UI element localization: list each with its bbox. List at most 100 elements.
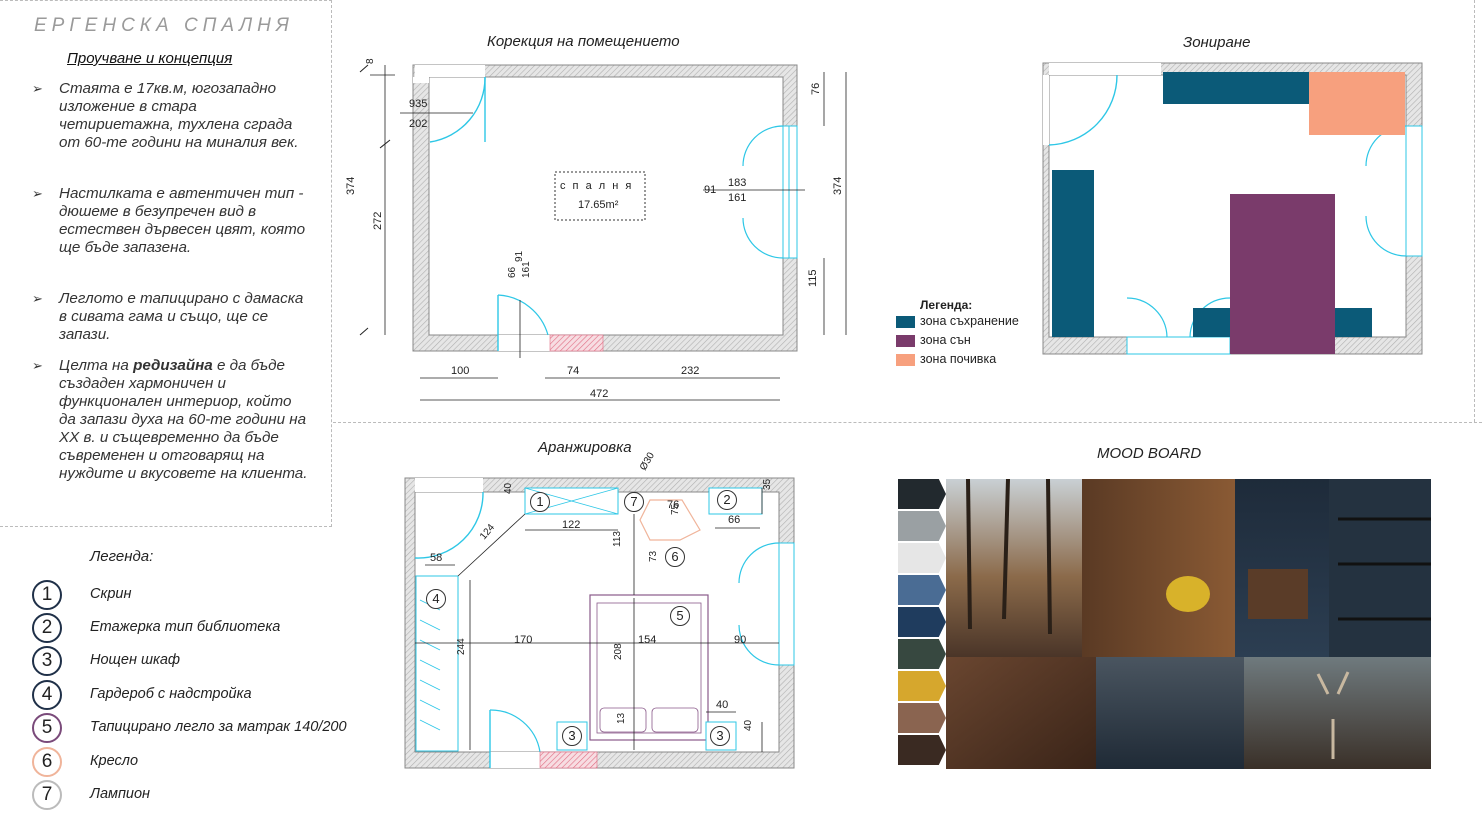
color-swatch xyxy=(898,543,946,573)
legend-title: Легенда: xyxy=(90,548,154,565)
dimension-label: 122 xyxy=(562,519,581,531)
dimension-label: 208 xyxy=(613,643,624,660)
table-photo xyxy=(946,657,1096,769)
furniture-marker: 2 xyxy=(717,490,737,510)
dimension-label: 58 xyxy=(430,552,443,564)
dimension-label: 90 xyxy=(734,634,747,646)
legend-item-label: Скрин xyxy=(90,586,132,602)
shelves-photo xyxy=(1329,479,1431,657)
mood-board-photos xyxy=(946,479,1431,769)
zoning-legend-item: зона почивка xyxy=(896,350,996,369)
wood-interior-photo xyxy=(1082,479,1235,657)
room-area-label: 17.65m² xyxy=(578,199,619,211)
legend-item-label: Кресло xyxy=(90,753,139,769)
dimension-label: 66 xyxy=(728,514,741,526)
dimension-label: 472 xyxy=(590,388,609,400)
arrow-bullet-icon: ➢ xyxy=(32,186,43,201)
zoning-plan xyxy=(1042,62,1423,355)
legend-number-badge: 1 xyxy=(32,580,62,610)
furniture-marker: 7 xyxy=(624,492,644,512)
zoning-legend-title: Легенда: xyxy=(920,298,973,312)
dimension-label: 40 xyxy=(716,699,729,711)
color-swatch xyxy=(898,703,946,733)
zoning-legend-item: зона сън xyxy=(896,331,972,350)
furniture-marker: 1 xyxy=(530,492,550,512)
color-swatch xyxy=(898,607,946,637)
dimension-label: 244 xyxy=(456,638,467,655)
dimension-label: 161 xyxy=(728,192,747,204)
zoning-legend-label: зона съхранение xyxy=(920,314,1019,328)
intro-bullet: ➢ Стаята е 17кв.м, югозападно изложение … xyxy=(32,80,299,151)
intro-bullet: ➢ Настилката е автентичен тип - дюшеме в… xyxy=(32,185,306,256)
intro-bullet: ➢ Целта на редизайна е да бъде създаден … xyxy=(32,357,308,482)
page-subtitle: Проучване и концепция xyxy=(67,50,233,67)
navy-wall-photo xyxy=(1235,479,1329,657)
arrangement-plan xyxy=(404,477,795,769)
dimension-label: 40 xyxy=(503,482,514,494)
legend-item-label: Тапицирано легло за матрак 140/200 xyxy=(90,719,347,735)
dimension-label: 66 xyxy=(507,266,518,278)
dimension-label: 91 xyxy=(514,250,525,262)
zone-color-swatch xyxy=(896,335,915,347)
dimension-label: 113 xyxy=(612,531,623,547)
mood-board xyxy=(898,479,1431,769)
dimension-label: 154 xyxy=(638,634,657,646)
color-swatch xyxy=(898,575,946,605)
legend-number-badge: 5 xyxy=(32,713,62,743)
dimension-label: 161 xyxy=(521,261,532,278)
color-swatch xyxy=(898,671,946,701)
intro-bullet: ➢ Леглото е тапицирано с дамаска в сиват… xyxy=(32,290,304,343)
dimension-label: 40 xyxy=(743,719,754,731)
furniture-marker: 3 xyxy=(562,726,582,746)
color-swatch xyxy=(898,735,946,765)
dimension-label: 272 xyxy=(372,211,384,230)
page-title: ЕРГЕНСКА СПАЛНЯ xyxy=(34,15,294,36)
furniture-marker: 5 xyxy=(670,606,690,626)
zoning-legend-item: зона съхранение xyxy=(896,312,1019,331)
section-title-correction: Корекция на помещението xyxy=(487,33,680,50)
dimension-label: 183 xyxy=(728,177,747,189)
dimension-label: 8 xyxy=(365,58,376,64)
legend-number-badge: 2 xyxy=(32,613,62,643)
dimension-label: 73 xyxy=(648,550,659,562)
dimension-label: 76 xyxy=(810,82,822,95)
section-divider xyxy=(333,422,1482,423)
zone-color-swatch xyxy=(896,354,915,366)
dimension-label: 74 xyxy=(567,365,580,377)
furniture-marker: 4 xyxy=(426,589,446,609)
arrow-bullet-icon: ➢ xyxy=(32,291,43,306)
bedroom-photo xyxy=(1096,657,1244,769)
section-title-arrangement: Аранжировка xyxy=(538,439,632,456)
section-divider xyxy=(1474,0,1475,422)
dimension-label: 75 xyxy=(670,503,681,515)
legend-item-label: Етажерка тип библиотека xyxy=(90,619,281,635)
furniture-marker: 3 xyxy=(710,726,730,746)
zoning-legend-label: зона почивка xyxy=(920,352,997,366)
color-swatch xyxy=(898,479,946,509)
legend-item-label: Лампион xyxy=(90,786,151,802)
deer-photo xyxy=(1244,657,1431,769)
dimension-label: 170 xyxy=(514,634,533,646)
legend-number-badge: 3 xyxy=(32,646,62,676)
dimension-label: 35 xyxy=(762,478,773,490)
furniture-marker: 6 xyxy=(665,547,685,567)
legend-item-label: Гардероб с надстройка xyxy=(90,686,252,702)
room-name-label: с п а л н я xyxy=(560,180,634,192)
section-title-moodboard: MOOD BOARD xyxy=(1097,445,1202,462)
dimension-label: 91 xyxy=(704,184,717,196)
color-swatch xyxy=(898,639,946,669)
dimension-label: 202 xyxy=(409,118,428,130)
legend-number-badge: 6 xyxy=(32,747,62,777)
dimension-label: 76 xyxy=(667,499,680,511)
dimension-label: 115 xyxy=(807,269,819,287)
arrow-bullet-icon: ➢ xyxy=(32,358,43,373)
dimension-label: 935 xyxy=(409,98,428,110)
intro-panel xyxy=(0,0,332,527)
dimension-label: 374 xyxy=(345,176,357,195)
legend-number-badge: 4 xyxy=(32,680,62,710)
zoning-legend: Легенда: зона съхранение зона сън зона поч… xyxy=(896,298,1019,369)
dimension-label: 232 xyxy=(681,365,700,377)
legend-number-badge: 7 xyxy=(32,780,62,810)
arrow-bullet-icon: ➢ xyxy=(32,81,43,96)
